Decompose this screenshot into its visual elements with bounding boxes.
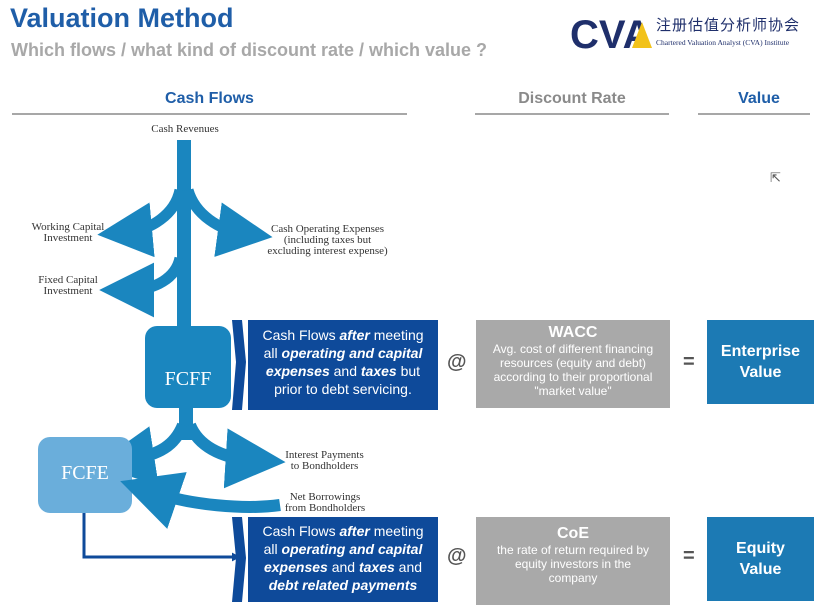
coe-desc: company	[548, 571, 598, 585]
wacc-title: WACC	[548, 324, 598, 341]
wacc-box: WACC Avg. cost of different financing re…	[476, 320, 670, 408]
fcfe-desc-emph: taxes	[358, 559, 395, 575]
label-fixed-capital-line1: Fixed Capital	[38, 274, 98, 286]
coe-desc: equity investors in the	[514, 557, 632, 571]
to-fcfe-arrow	[94, 422, 189, 486]
logo-chinese-name: 注册估值分析师协会	[656, 16, 801, 34]
fcfe-desc-emph: debt related payments	[268, 577, 418, 593]
label-cash-revenues: Cash Revenues	[151, 123, 219, 135]
fcfe-chevron-icon	[232, 517, 246, 602]
coe-desc: the rate of return required by	[496, 543, 650, 557]
wacc-desc: according to their proportional	[493, 370, 653, 384]
label-net-borrowing-line1: Net Borrowings	[289, 491, 361, 503]
equals-symbol: =	[683, 351, 695, 373]
fcff-desc-emph: taxes	[360, 363, 397, 379]
label-net-borrowing: Net Borrowings from Bondholders	[265, 492, 385, 514]
fcfe-description: Cash Flows after meeting all operating a…	[248, 517, 438, 602]
at-symbol: @	[447, 351, 467, 373]
enterprise-value-line2: Value	[739, 364, 782, 381]
fcfe-desc-emph: expenses	[263, 559, 328, 575]
coe-title: CoE	[557, 525, 589, 542]
label-cash-opex-line1: Cash Operating Expenses	[270, 223, 385, 235]
fcff-desc-text: Cash Flows	[262, 327, 340, 343]
fcfe-connector	[82, 513, 241, 562]
cva-logo: CVA	[570, 13, 652, 56]
enterprise-value-box: Enterprise Value	[707, 320, 814, 404]
page-title: Valuation Method	[10, 3, 234, 33]
fcff-desc-text: but	[396, 363, 421, 379]
label-working-capital: Working Capital Investment	[18, 222, 118, 244]
fcfe-box	[38, 437, 132, 513]
coe-box: CoE the rate of return required by equit…	[476, 517, 670, 605]
mouse-pointer-icon: ⇱	[770, 170, 781, 185]
label-cash-opex-line3: excluding interest expense)	[267, 245, 388, 257]
page-subtitle: Which flows / what kind of discount rate…	[11, 40, 488, 60]
interest-arrow	[184, 422, 286, 489]
at-symbol: @	[447, 545, 467, 567]
label-cash-opex-line2: (including taxes but	[283, 234, 372, 246]
header-discount-rate: Discount Rate	[518, 90, 626, 107]
fcff-desc-emph: after	[339, 327, 370, 343]
label-net-borrowing-line2: from Bondholders	[284, 502, 366, 514]
fcff-chevron-icon	[232, 320, 246, 410]
fcff-desc-text: all	[263, 345, 282, 361]
fcff-desc-emph: expenses	[265, 363, 330, 379]
logo-triangle-icon	[632, 22, 652, 48]
label-cash-opex: Cash Operating Expenses (including taxes…	[250, 224, 405, 257]
label-interest-line2: to Bondholders	[290, 460, 359, 472]
equals-symbol: =	[683, 545, 695, 567]
label-working-capital-line2: Investment	[43, 232, 93, 244]
fcfe-label: FCFE	[61, 462, 109, 484]
fcfe-desc-text: and	[327, 559, 359, 575]
wacc-desc: "market value"	[534, 384, 612, 398]
label-fixed-capital: Fixed Capital Investment	[18, 275, 118, 297]
fcff-desc-emph: operating and capital	[281, 345, 423, 361]
label-interest: Interest Payments to Bondholders	[262, 450, 387, 472]
wacc-desc: resources (equity and debt)	[499, 356, 647, 370]
net-borrowing-arrow	[120, 472, 281, 529]
label-fixed-capital-line2: Investment	[43, 285, 93, 297]
equity-value-line2: Value	[739, 561, 782, 578]
fcff-box	[145, 326, 231, 408]
fcff-label: FCFF	[164, 368, 212, 390]
fcff-desc-text: meeting	[369, 327, 424, 343]
fcfe-desc-text: Cash Flows	[262, 523, 340, 539]
label-interest-line1: Interest Payments	[285, 449, 364, 461]
header-cash-flows: Cash Flows	[165, 90, 254, 107]
fcff-desc-text: prior to debt servicing.	[274, 381, 412, 397]
fcff-description: Cash Flows after meeting all operating a…	[248, 320, 438, 410]
label-working-capital-line1: Working Capital	[31, 221, 105, 233]
fcfe-desc-emph: after	[339, 523, 370, 539]
equity-value-box: Equity Value	[707, 517, 814, 601]
header-value: Value	[738, 90, 780, 107]
fcfe-desc-text: meeting	[369, 523, 424, 539]
working-capital-arrow	[97, 188, 186, 258]
cash-opex-arrow	[182, 188, 273, 257]
fcfe-desc-emph: operating and capital	[281, 541, 423, 557]
wacc-desc: Avg. cost of different financing	[492, 342, 654, 356]
fixed-capital-arrow	[99, 256, 186, 318]
fcfe-desc-text: all	[263, 541, 282, 557]
logo-english-name: Chartered Valuation Analyst (CVA) Instit…	[656, 38, 790, 47]
equity-value-line1: Equity	[736, 540, 785, 557]
fcff-desc-text: and	[329, 363, 361, 379]
enterprise-value-line1: Enterprise	[720, 343, 801, 360]
fcfe-desc-text: and	[394, 559, 423, 575]
